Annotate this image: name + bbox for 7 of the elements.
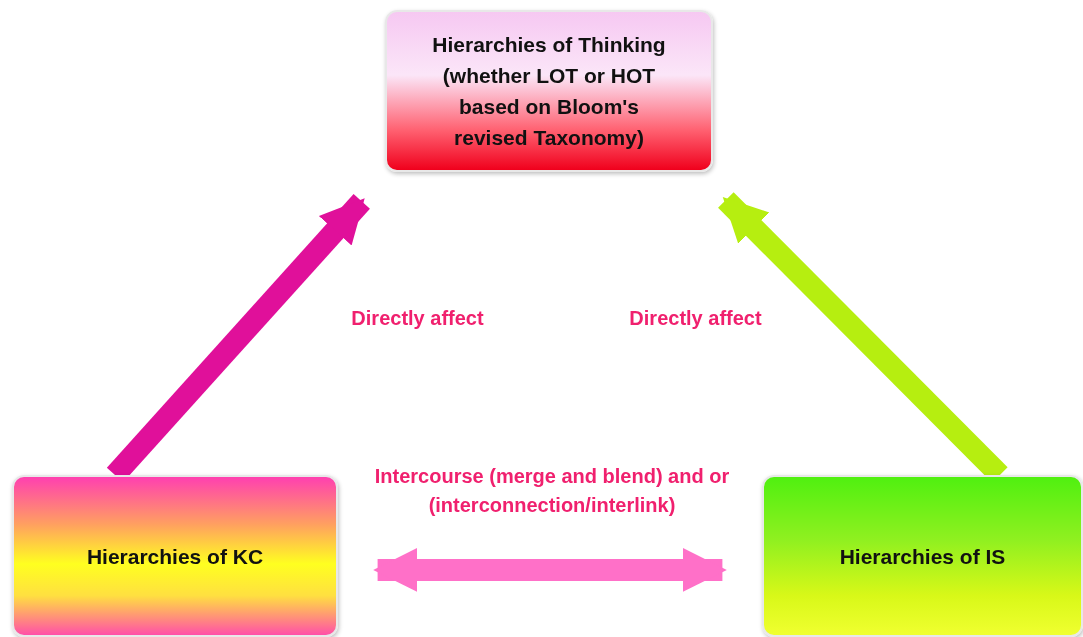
box-text: Hierarchies of KC: [85, 543, 265, 570]
block-arrow: [373, 547, 727, 592]
rounded-box: [762, 475, 1083, 637]
rounded-box: [385, 10, 713, 172]
box-text: Hierarchies of Thinking (whether LOT or HOT based on Bloom's revised Taxonomy): [431, 32, 667, 151]
rounded-box: [12, 475, 338, 637]
box-text: Hierarchies of IS: [838, 543, 1007, 570]
